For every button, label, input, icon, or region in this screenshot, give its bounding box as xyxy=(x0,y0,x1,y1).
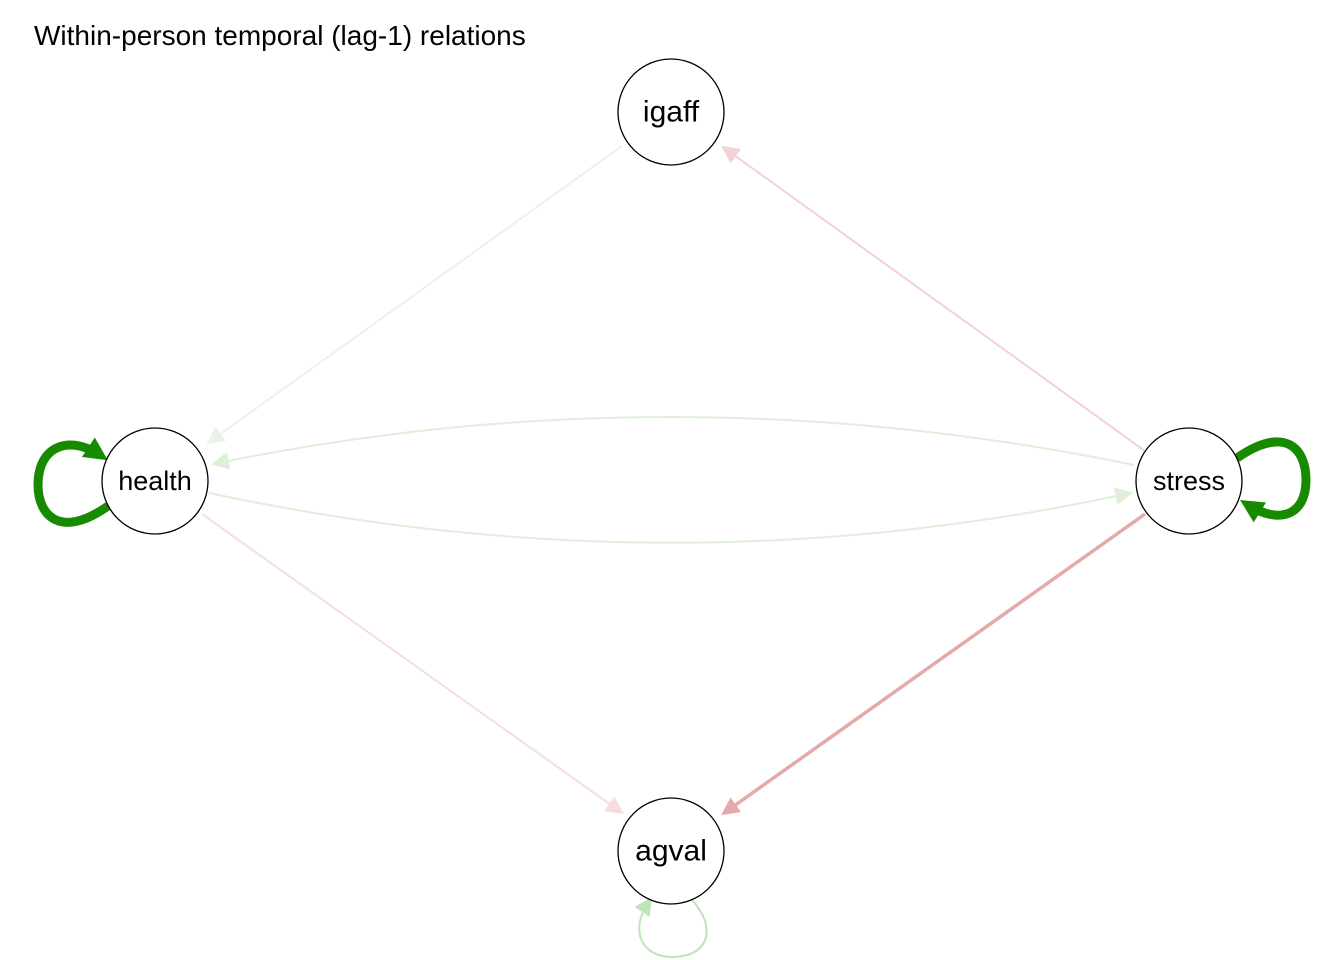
nodes-layer: igaff health stress agval xyxy=(101,58,1243,905)
node-circle xyxy=(1135,427,1243,535)
graph-title: Within-person temporal (lag-1) relations xyxy=(34,20,526,51)
edge-stress-to-stress xyxy=(1234,437,1311,523)
node-label: health xyxy=(118,466,192,496)
node-health: health xyxy=(101,427,209,535)
edge-health-to-agval xyxy=(201,513,624,815)
edge-agval-to-agval xyxy=(634,897,708,959)
edge-stress-to-agval xyxy=(721,512,1147,816)
edge-health-to-stress xyxy=(208,487,1134,544)
node-label: igaff xyxy=(643,96,700,129)
edge-stress-to-igaff xyxy=(721,145,1146,452)
node-circle xyxy=(617,58,725,166)
node-circle xyxy=(101,427,209,535)
edge-igaff-to-health xyxy=(206,145,623,445)
edge-health-to-health xyxy=(33,437,111,527)
edges-layer xyxy=(33,145,1311,959)
node-circle xyxy=(617,797,725,905)
node-igaff: igaff xyxy=(617,58,725,166)
node-label: stress xyxy=(1153,466,1225,496)
node-agval: agval xyxy=(617,797,725,905)
edge-stress-to-health xyxy=(210,416,1135,470)
node-label: agval xyxy=(635,835,707,868)
node-stress: stress xyxy=(1135,427,1243,535)
